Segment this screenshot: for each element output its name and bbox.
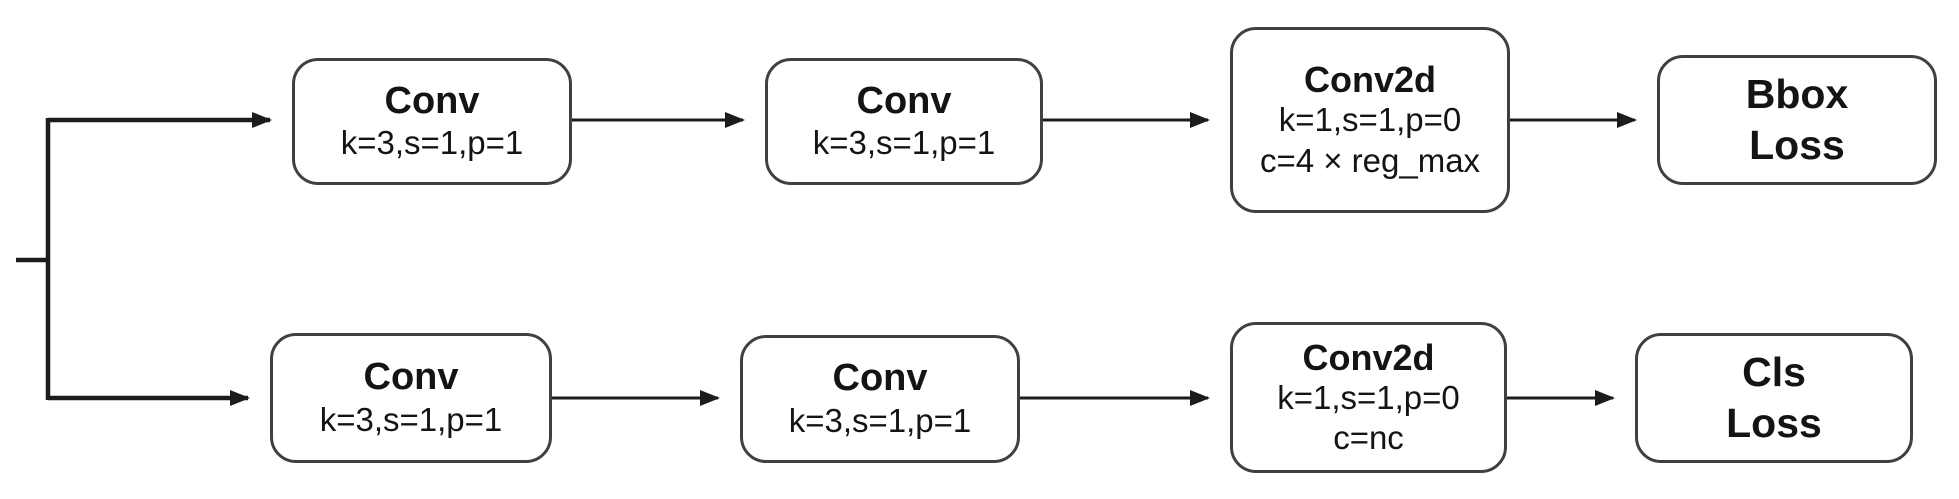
node-title: Conv (832, 357, 928, 400)
node-bottom-conv2d: Conv2d k=1,s=1,p=0 c=nc (1230, 322, 1507, 473)
node-param: k=1,s=1,p=0 (1277, 378, 1460, 416)
node-param: k=1,s=1,p=0 (1278, 101, 1462, 139)
node-title: Conv (363, 356, 459, 399)
node-bottom-conv2: Conv k=3,s=1,p=1 (740, 335, 1020, 463)
node-param: k=3,s=1,p=1 (812, 124, 996, 162)
loss-label-line: Bbox (1745, 70, 1849, 117)
node-top-conv1: Conv k=3,s=1,p=1 (292, 58, 572, 185)
node-title: Conv (856, 79, 952, 122)
node-title: Conv2d (1302, 336, 1435, 378)
node-param: c=nc (1333, 419, 1404, 457)
node-param: k=3,s=1,p=1 (340, 124, 524, 162)
node-cls-loss: Cls Loss (1635, 333, 1913, 463)
node-bbox-loss: Bbox Loss (1657, 55, 1937, 185)
node-title: Conv (384, 79, 480, 122)
node-param: k=3,s=1,p=1 (319, 400, 503, 438)
node-param: k=3,s=1,p=1 (788, 401, 972, 439)
loss-label-line: Loss (1749, 122, 1845, 168)
node-top-conv2: Conv k=3,s=1,p=1 (765, 58, 1043, 185)
loss-label-line: Cls (1742, 348, 1806, 395)
loss-label-line: Loss (1726, 400, 1822, 446)
node-param: c=4 × reg_max (1259, 141, 1481, 179)
node-top-conv2d: Conv2d k=1,s=1,p=0 c=4 × reg_max (1230, 27, 1510, 213)
node-title: Conv2d (1303, 59, 1436, 101)
node-bottom-conv1: Conv k=3,s=1,p=1 (270, 333, 552, 463)
